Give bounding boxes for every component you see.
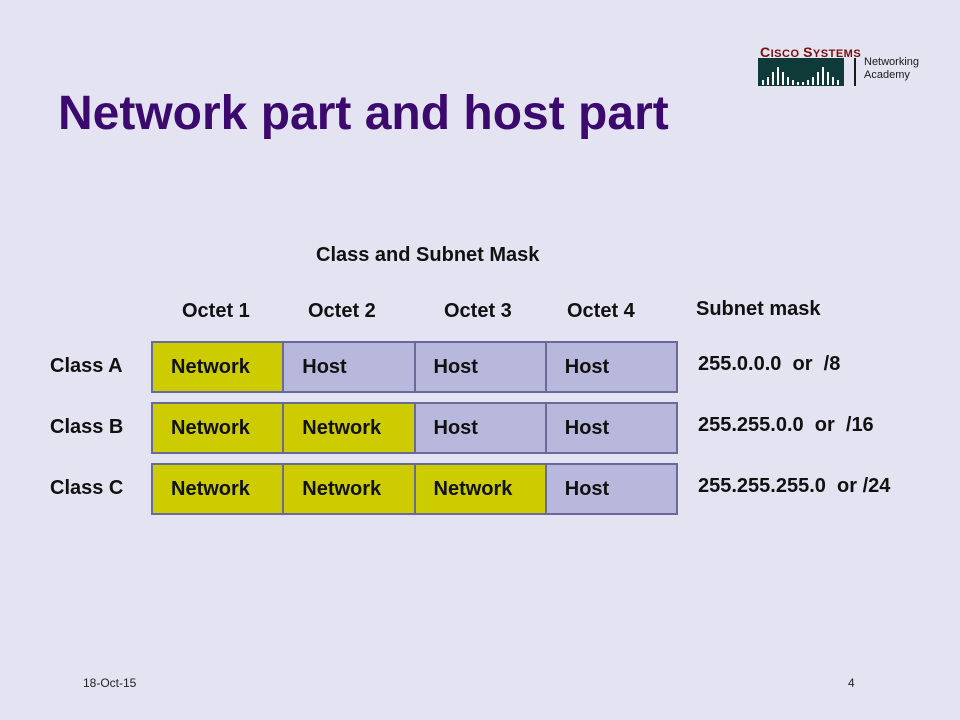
logo-academy-text: Networking Academy [864, 56, 920, 81]
class-b-octet-3: Host [415, 404, 547, 452]
footer-date: 18-Oct-15 [83, 676, 137, 690]
logo-divider [854, 58, 856, 86]
logo-bridge-icon [758, 58, 844, 86]
class-c-label: Class C [50, 477, 124, 499]
class-a-label: Class A [50, 355, 123, 377]
class-a-row: Network Host Host Host [151, 341, 678, 393]
diagram-title: Class and Subnet Mask [316, 244, 540, 266]
class-b-mask: 255.255.0.0 or /16 [698, 414, 874, 436]
class-b-label: Class B [50, 416, 124, 438]
class-b-octet-2: Network [284, 404, 416, 452]
class-c-row: Network Network Network Host [151, 463, 678, 515]
subnet-mask-header: Subnet mask [696, 298, 821, 320]
cisco-logo: CISCO SYSTEMS Ne [758, 44, 938, 90]
class-b-octet-4: Host [546, 404, 676, 452]
class-b-row: Network Network Host Host [151, 402, 678, 454]
class-a-octet-2: Host [284, 343, 416, 391]
class-a-octet-3: Host [415, 343, 547, 391]
class-c-octet-4: Host [546, 465, 676, 513]
octet-header-4: Octet 4 [567, 300, 635, 322]
slide-title: Network part and host part [58, 87, 669, 140]
class-c-mask: 255.255.255.0 or /24 [698, 475, 891, 497]
class-a-octet-1: Network [153, 343, 285, 391]
class-c-octet-3: Network [415, 465, 547, 513]
class-b-octet-1: Network [153, 404, 285, 452]
class-a-mask: 255.0.0.0 or /8 [698, 353, 841, 375]
class-a-octet-4: Host [546, 343, 676, 391]
logo-brand-text: CISCO SYSTEMS [760, 44, 862, 60]
octet-header-2: Octet 2 [308, 300, 376, 322]
class-c-octet-2: Network [284, 465, 416, 513]
octet-header-3: Octet 3 [444, 300, 512, 322]
class-c-octet-1: Network [153, 465, 285, 513]
octet-header-1: Octet 1 [182, 300, 250, 322]
page-number: 4 [848, 676, 855, 690]
